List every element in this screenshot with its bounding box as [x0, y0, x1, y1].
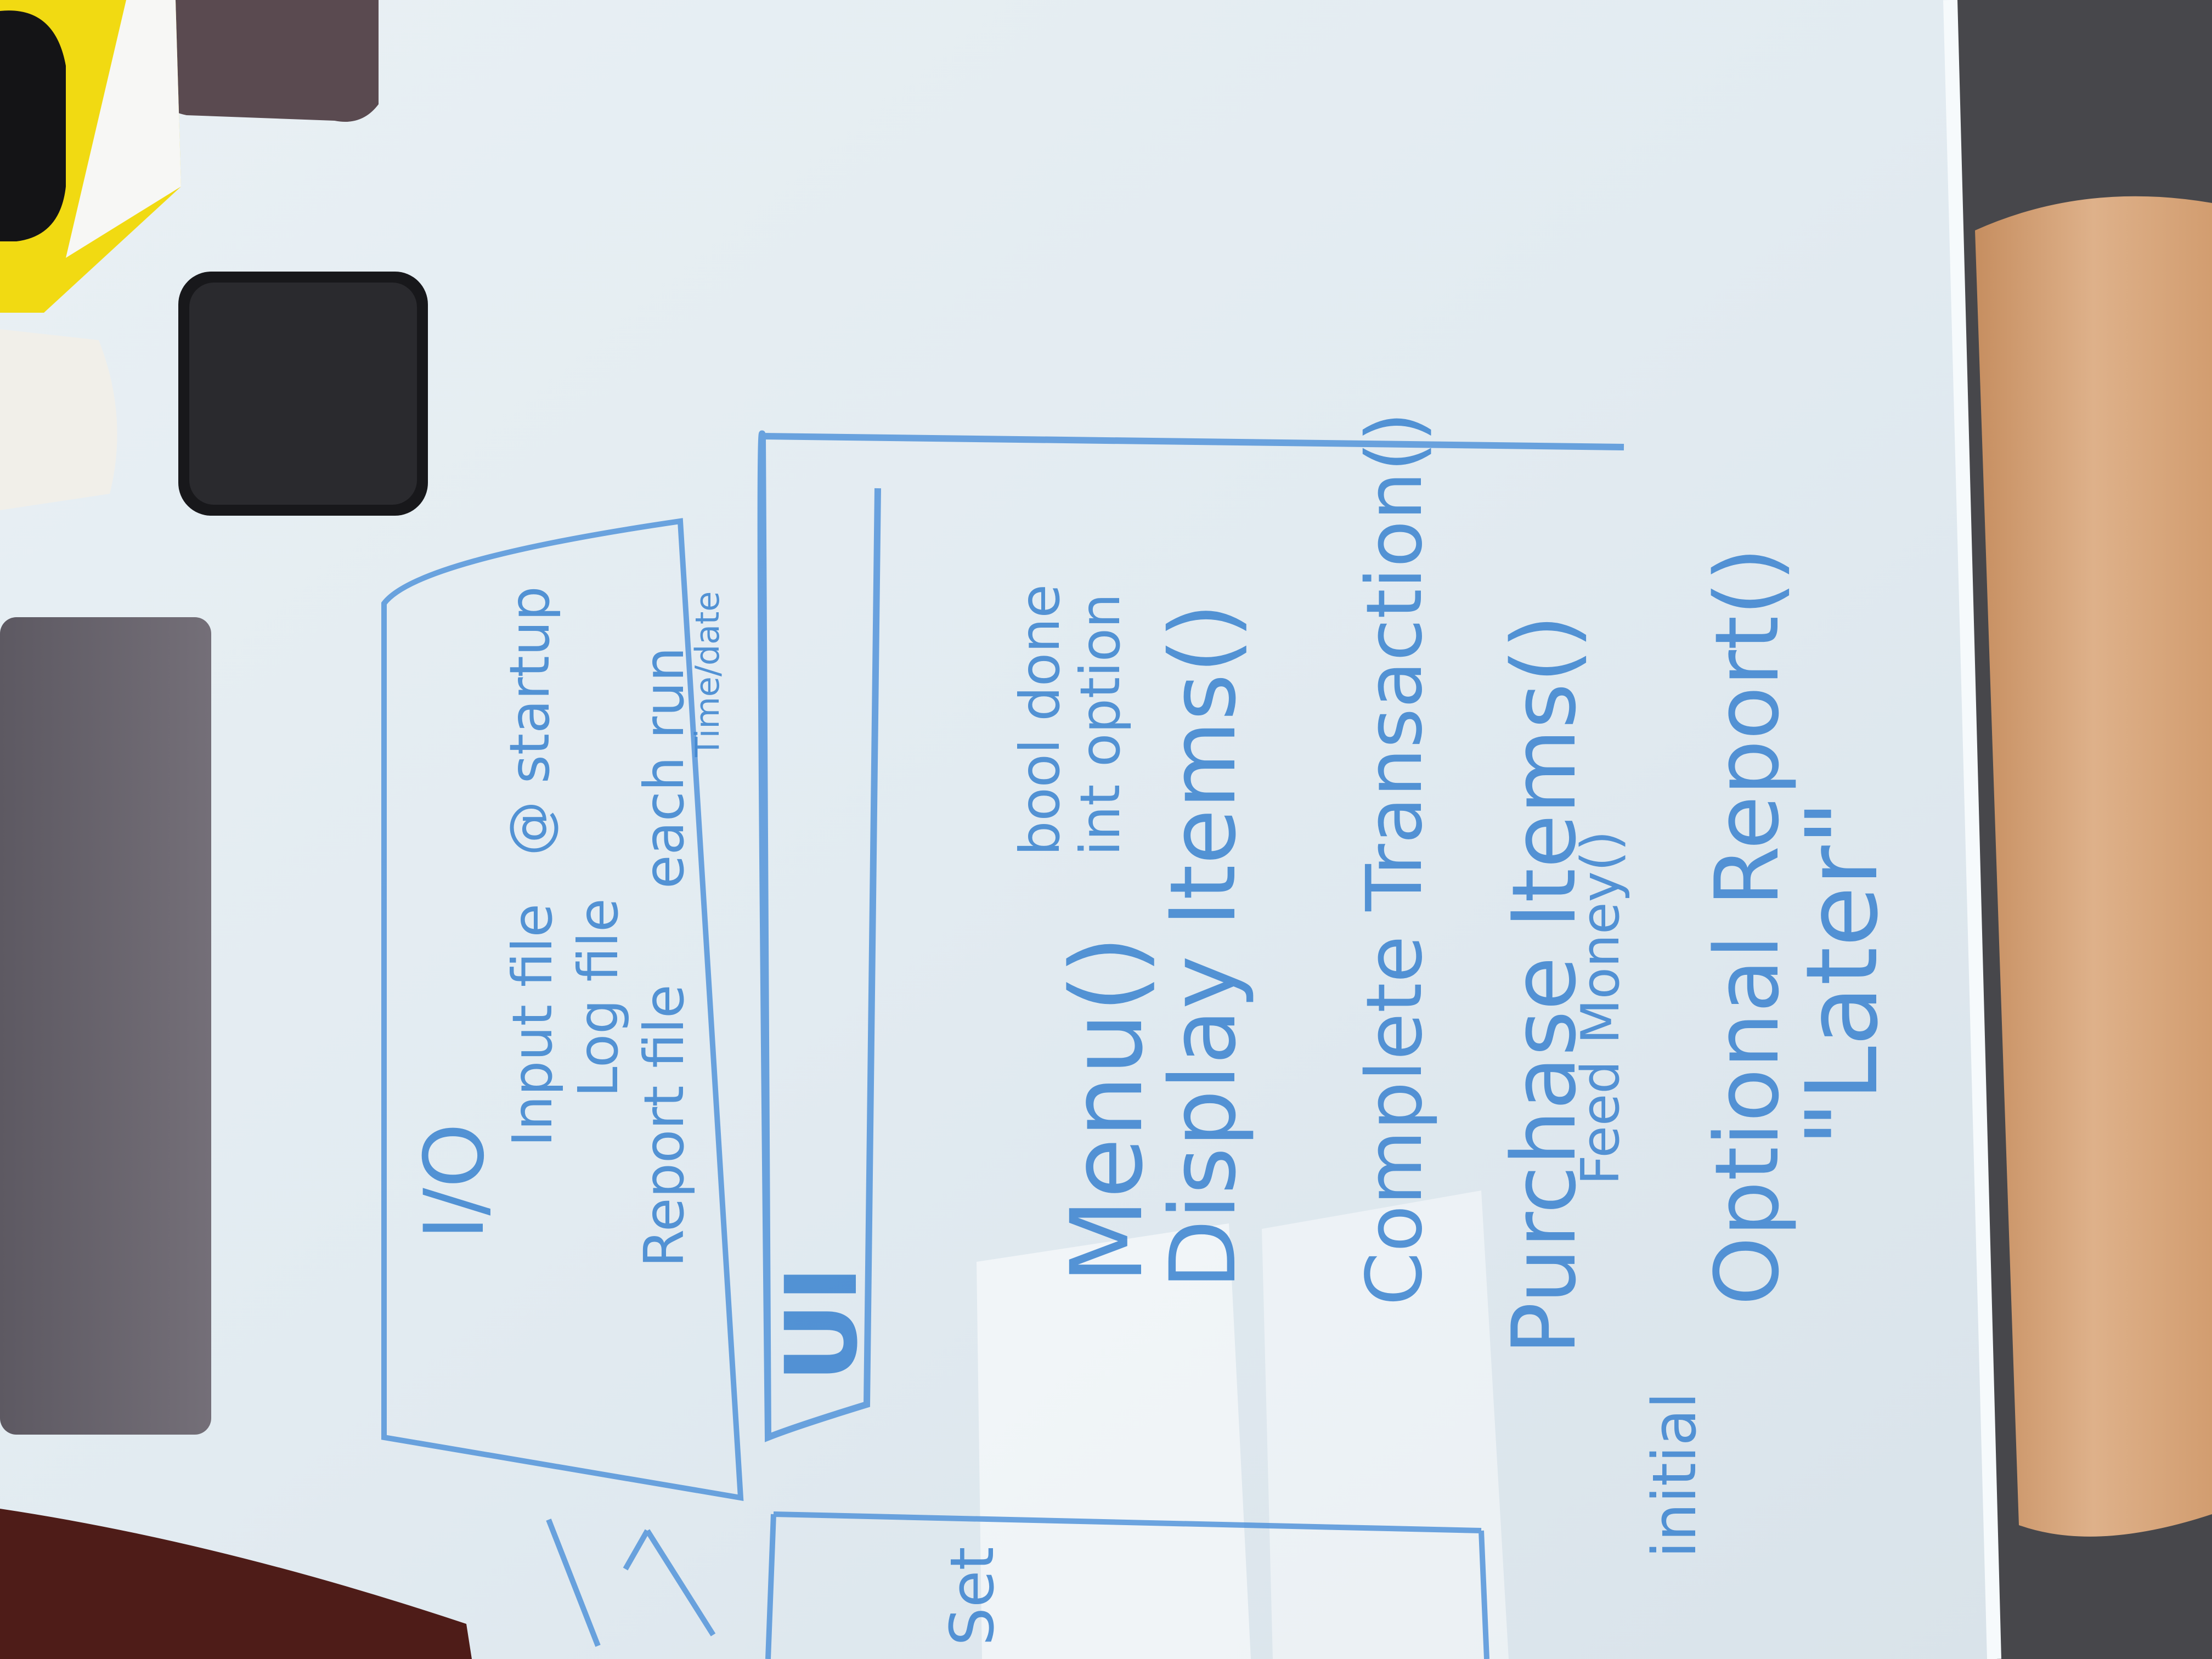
chair	[1975, 196, 2212, 1537]
glare	[1262, 1190, 1509, 1659]
laptop	[0, 617, 211, 1435]
whiteboard-edge	[1943, 0, 2001, 1659]
cup	[0, 329, 117, 510]
ui-purchase: Purchase Items()	[1493, 614, 1595, 1355]
ui-display: Display Items()	[1150, 603, 1256, 1289]
ui-optional: Optional Report()	[1696, 547, 1798, 1306]
mouse	[0, 10, 66, 242]
whiteboard	[0, 0, 1997, 1659]
ui-menu-note-bool: bool done	[1008, 584, 1072, 856]
io-box	[381, 518, 744, 1501]
io-line-log: Log file	[566, 898, 630, 1097]
io-note-eachrun: each run	[632, 647, 696, 889]
arrow-mark	[546, 1519, 716, 1647]
partial-label: Set	[937, 1547, 1007, 1646]
glare	[977, 1223, 1251, 1659]
io-line-input: Input file	[500, 904, 565, 1147]
ui-box	[757, 430, 1624, 1442]
ui-initial: initial	[1639, 1392, 1709, 1559]
io-note-startup: @ startup	[498, 586, 562, 856]
io-title: I/O	[407, 1123, 503, 1240]
ui-menu-note-int: int option	[1068, 594, 1132, 856]
ui-menu: Menu()	[1050, 935, 1165, 1284]
io-note-timedate: Time/date	[689, 591, 727, 758]
laptop-corner	[143, 0, 379, 122]
ui-later: "Later"	[1785, 800, 1900, 1147]
phone-screen	[189, 283, 417, 505]
ui-complete: Complete Transaction()	[1350, 412, 1440, 1306]
ui-feed: Feed Money()	[1571, 831, 1631, 1185]
ui-title: UI	[765, 1266, 879, 1383]
partial-box	[765, 1511, 1489, 1659]
io-line-report: Report file	[632, 984, 696, 1267]
leather-folder	[0, 1509, 472, 1659]
notebook-page	[66, 0, 181, 258]
